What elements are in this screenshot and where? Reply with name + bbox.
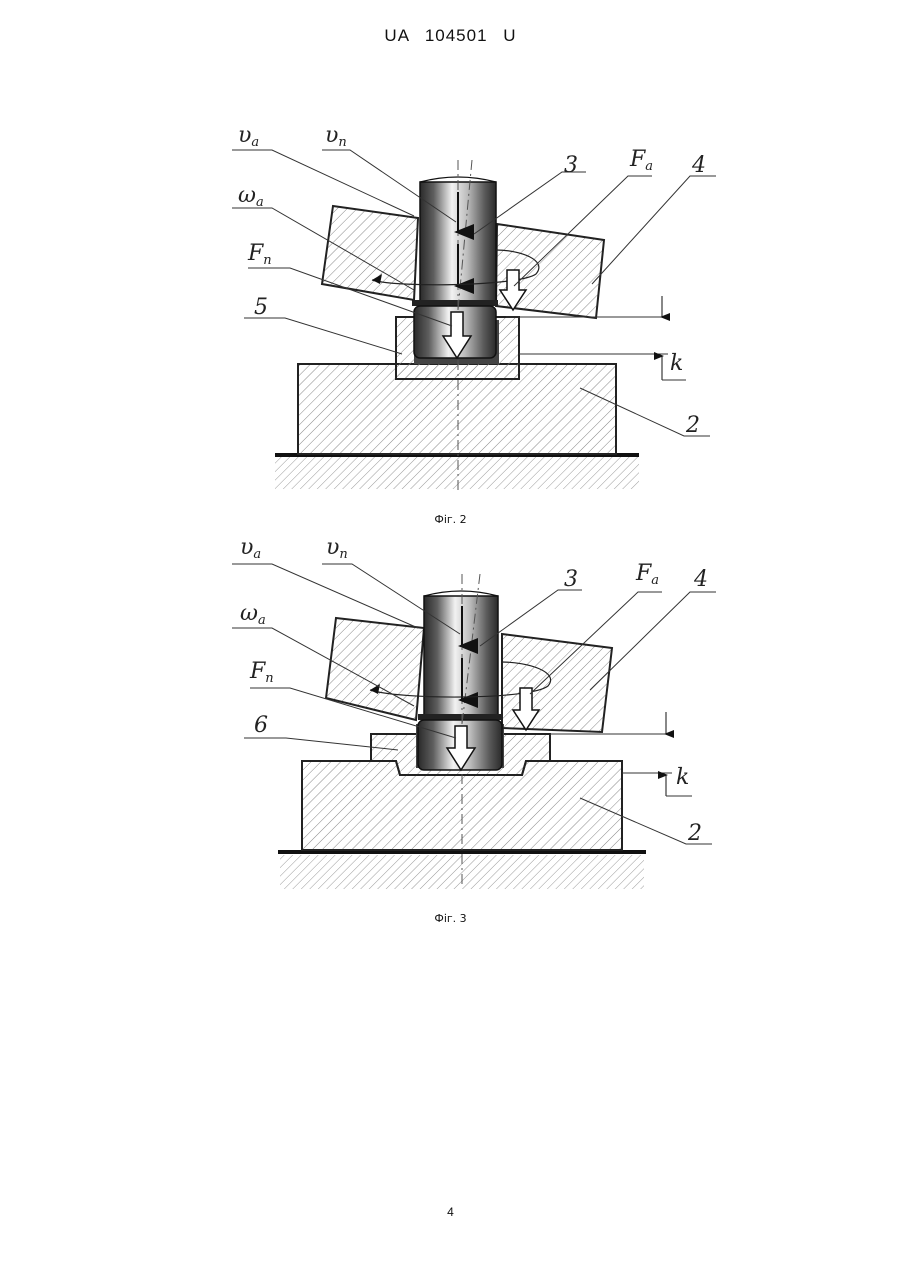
roller-left (326, 618, 424, 720)
page-number: 4 (0, 1205, 901, 1219)
label-3: 3 (564, 567, 578, 592)
figure-2-drawing: υa υn 3 Fa 4 ωa Fn 5 k 2 (0, 110, 901, 510)
ground-hatch (275, 457, 639, 489)
label-va: υa (240, 535, 261, 562)
label-fa: Fa (629, 147, 653, 174)
figure-3-caption: Фіг. 3 (0, 912, 901, 925)
label-k: k (676, 765, 689, 790)
figure-3-drawing: υa υn 3 Fa 4 ωa Fn 6 k 2 (0, 528, 901, 898)
label-fn: Fn (249, 659, 274, 686)
figure-2-caption: Фіг. 2 (0, 513, 901, 526)
figure-2: υa υn 3 Fa 4 ωa Fn 5 k 2 (0, 110, 901, 510)
label-omega: ωa (238, 183, 264, 210)
label-2: 2 (687, 821, 702, 846)
document-number: UA 104501 U (0, 26, 901, 46)
label-4: 4 (691, 153, 706, 178)
label-vn: υn (326, 535, 348, 562)
figure-3: υa υn 3 Fa 4 ωa Fn 6 k 2 (0, 528, 901, 898)
label-fa: Fa (635, 561, 659, 588)
label-k: k (670, 351, 683, 376)
label-4: 4 (693, 567, 708, 592)
label-omega: ωa (240, 601, 266, 628)
label-fn: Fn (247, 241, 272, 268)
tool-collar (418, 714, 502, 720)
label-va: υa (238, 123, 259, 150)
tool-collar (412, 300, 498, 306)
roller-left (322, 206, 418, 300)
label-2: 2 (685, 413, 700, 438)
label-6: 6 (254, 713, 268, 738)
label-vn: υn (325, 123, 347, 150)
label-3: 3 (564, 153, 578, 178)
label-5: 5 (254, 295, 268, 320)
